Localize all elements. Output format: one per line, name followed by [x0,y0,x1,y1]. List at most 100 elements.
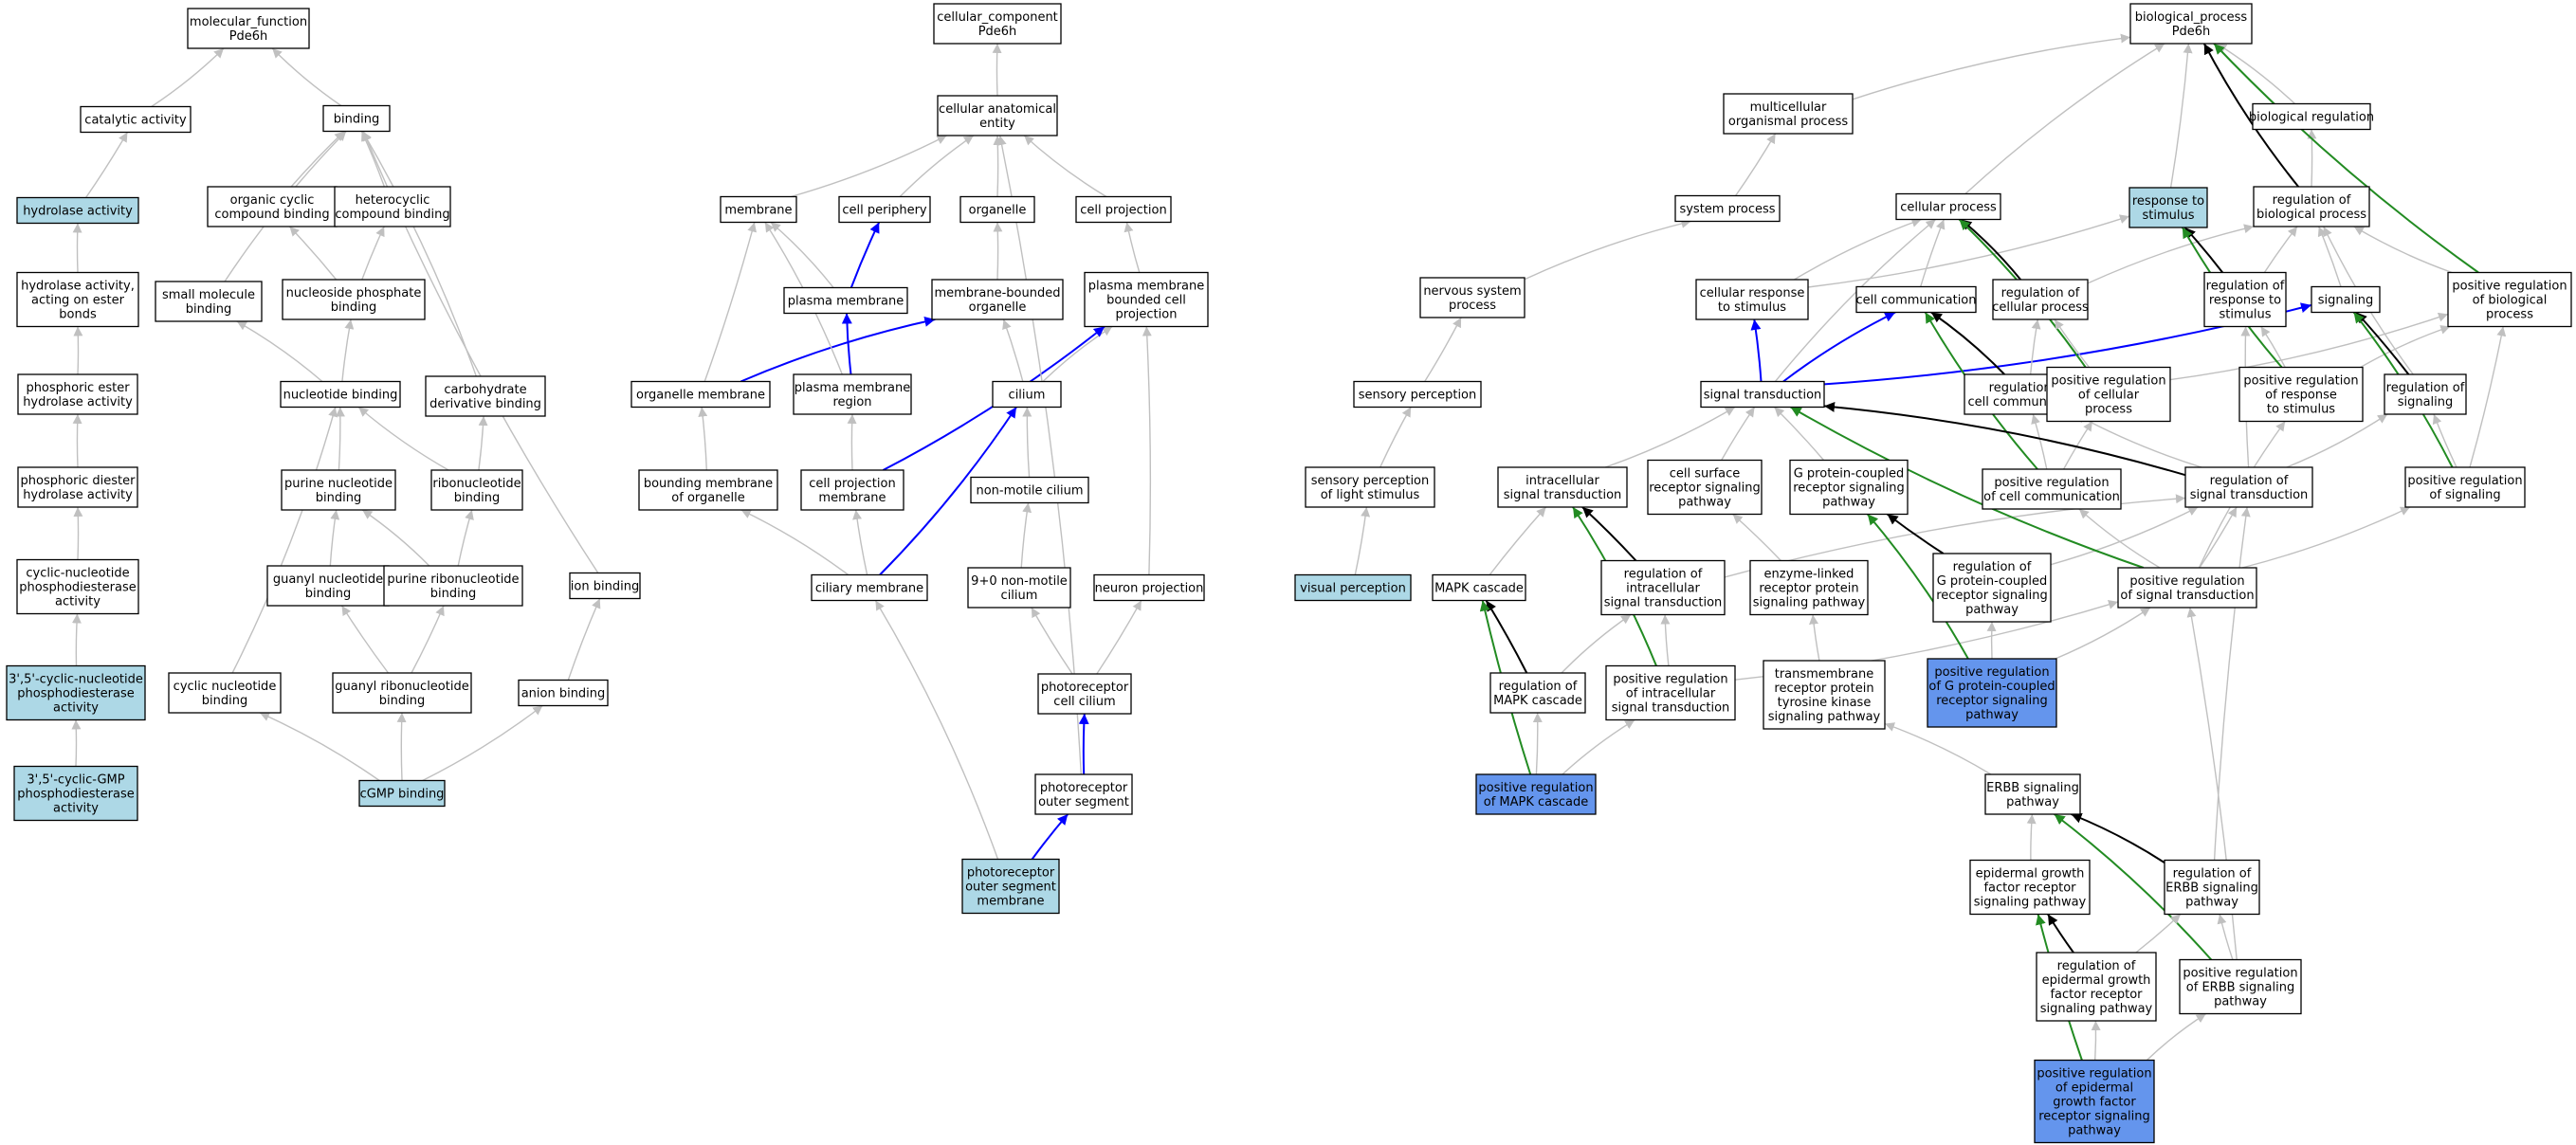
term-node-membrane[interactable]: membrane [720,195,797,224]
term-box [1497,466,1628,508]
edge-nb-to-npb [341,318,355,382]
term-node-ionb[interactable]: ion binding [569,572,641,600]
term-node-cgmpb[interactable]: cGMP binding [358,779,446,808]
term-node-c35[interactable]: 3',5'-cyclic-nucleotidephosphodiesterase… [6,664,146,721]
edge-sp-to-nsp [1424,317,1462,382]
term-node-anionb[interactable]: anion binding [518,679,609,707]
term-node-cperiph[interactable]: cell periphery [838,195,931,224]
edge-purnb-to-nb [335,407,345,471]
term-node-cproj[interactable]: cell projection [1075,195,1172,224]
term-node-neuproj[interactable]: neuron projection [1093,573,1205,602]
term-node-cilmem[interactable]: ciliary membrane [811,573,928,602]
term-label-line: acting on ester [31,294,125,308]
term-node-hydrolase[interactable]: hydrolase activity [16,196,139,225]
term-node-st[interactable]: signal transduction [1700,380,1825,409]
term-node-signaling[interactable]: signaling [2311,285,2381,314]
term-label-line: compound binding [214,208,329,222]
term-label-line: regulation of [2210,474,2289,488]
term-node-cnpde[interactable]: cyclic-nucleotidephosphodiesteraseactivi… [16,558,139,615]
term-node-sp[interactable]: sensory perception [1353,380,1482,409]
term-node-cellproc[interactable]: cellular process [1895,192,2001,221]
term-label-line: bounded cell [1106,294,1186,308]
term-node-ccomm[interactable]: cell communication [1855,285,1977,314]
term-node-cilium[interactable]: cilium [992,380,1062,409]
term-node-organelle[interactable]: organelle [959,195,1035,224]
term-node-pm[interactable]: plasma membrane [783,286,908,315]
term-node-nmc[interactable]: non-motile cilium [970,476,1089,504]
term-label-line: signaling [2398,395,2454,409]
edge-rerbb-to-rst [2213,506,2251,861]
edge-elrp-to-csrsp [1732,513,1781,561]
term-node-binding[interactable]: binding [322,104,391,133]
term-node-breg[interactable]: biological regulation [2249,102,2374,131]
term-node-orgmem[interactable]: organelle membrane [630,380,771,409]
term-node-vp[interactable]: visual perception [1294,573,1412,602]
term-node-catalytic[interactable]: catalytic activity [80,105,192,134]
term-node-mapk[interactable]: MAPK cascade [1432,573,1526,602]
term-node-sysproc[interactable]: system process [1674,194,1781,223]
term-node-nb[interactable]: nucleotide binding [280,380,401,409]
term-node-c35gmp[interactable]: 3',5'-cyclic-GMPphosphodiesteraseactivit… [13,765,138,822]
